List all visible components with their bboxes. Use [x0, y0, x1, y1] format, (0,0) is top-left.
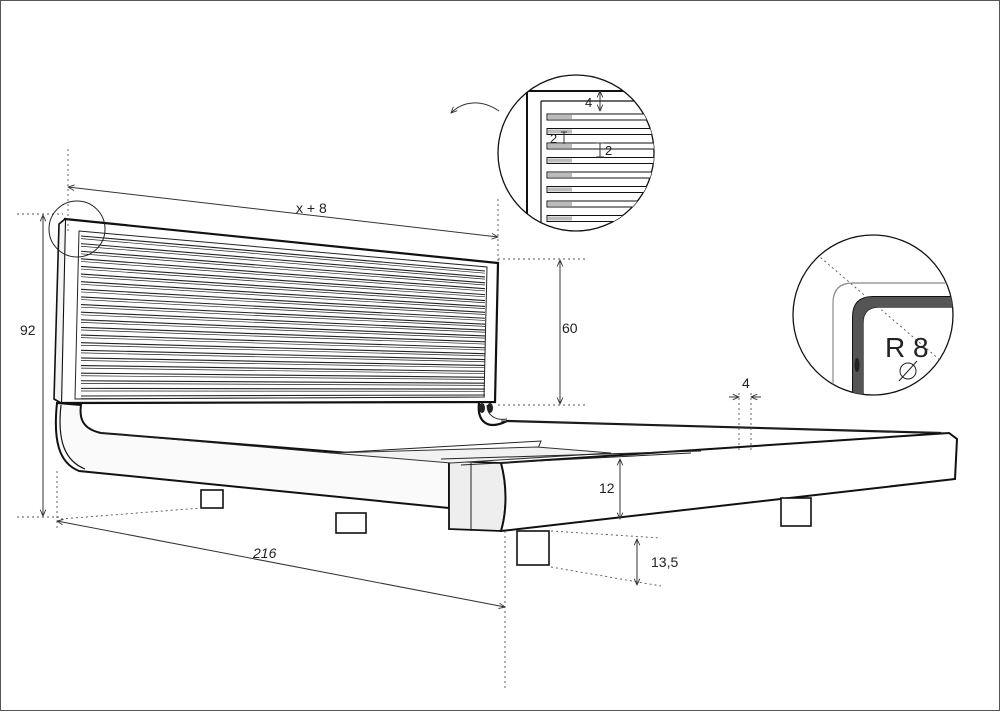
detail-slat-shade — [548, 202, 572, 206]
rail-thickness-label: 4 — [742, 375, 750, 391]
slat-gap-label: 2 — [605, 143, 612, 158]
leg-height-label: 13,5 — [651, 554, 678, 570]
slat-gap-top-label: 4 — [585, 95, 592, 110]
detail-slat-shade — [548, 188, 572, 192]
headboard-slat-line — [81, 388, 485, 389]
slat-thickness-label: 2 — [550, 131, 557, 146]
detail-slat-shade — [548, 217, 572, 221]
bed-frame — [56, 403, 957, 531]
height-label: 92 — [20, 322, 36, 338]
headboard-height-label: 60 — [562, 320, 578, 336]
detail-slats: 4 2 2 — [498, 75, 667, 231]
detail-slat-shade — [548, 159, 572, 163]
detail-slat-shade — [548, 173, 572, 177]
length-label: 216 — [252, 545, 277, 561]
frame-height-label: 12 — [599, 480, 615, 496]
detail-slat-shade — [548, 115, 572, 119]
width-label: x + 8 — [296, 200, 327, 216]
detail-corner-radius: R 8 — [793, 235, 961, 401]
corner-radius-label: R 8 — [885, 332, 929, 363]
headboard — [54, 219, 498, 403]
